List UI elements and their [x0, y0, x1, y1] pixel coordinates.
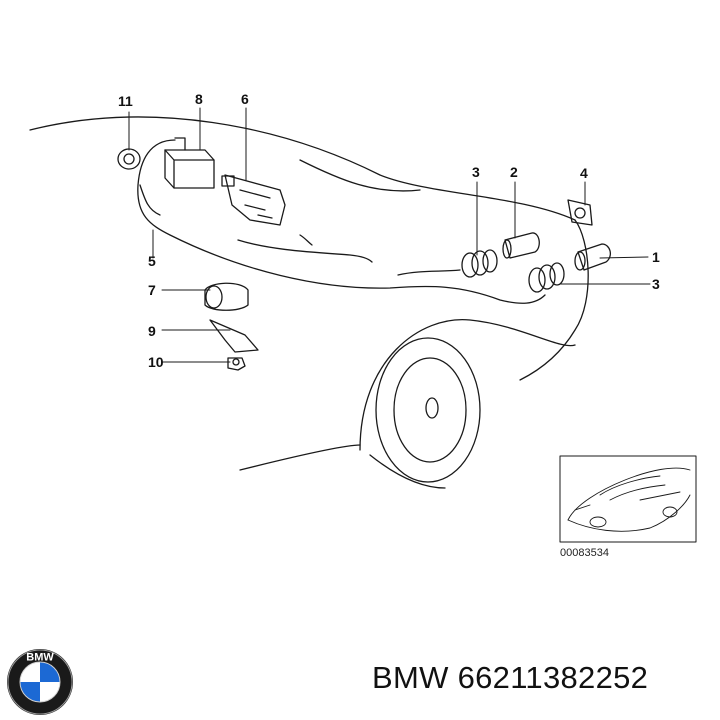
- callout-9: 9: [148, 323, 156, 339]
- callout-8: 8: [195, 91, 203, 107]
- callout-4: 4: [580, 165, 588, 181]
- part-9-clip: [209, 319, 259, 353]
- thumbnail-frame: [559, 455, 697, 543]
- wheel-arch: [359, 319, 576, 451]
- wheel-tire: [375, 337, 481, 483]
- wheel-hub: [425, 397, 439, 419]
- thumbnail-car-sketch: [567, 467, 691, 532]
- part-11-grommet: [117, 148, 141, 170]
- callout-3-upper: 3: [472, 164, 480, 180]
- callout-2: 2: [510, 164, 518, 180]
- callout-6: 6: [241, 91, 249, 107]
- part-4-holder: [567, 199, 593, 226]
- callout-1: 1: [652, 249, 660, 265]
- part-3-boot-lower: [528, 267, 546, 293]
- svg-text:BMW: BMW: [26, 652, 54, 664]
- part-10-nut: [227, 357, 246, 371]
- part-number-title: BMW 66211382252: [372, 660, 649, 695]
- callout-11: 11: [118, 93, 133, 109]
- car-rear-line: [519, 219, 589, 381]
- callout-3-lower: 3: [652, 276, 660, 292]
- part-8-control-unit: [164, 149, 215, 189]
- callout-7: 7: [148, 282, 156, 298]
- car-lower-line: [239, 444, 361, 471]
- callout-10: 10: [148, 354, 164, 370]
- part-6-bracket: [224, 174, 286, 226]
- bmw-logo: BMW: [7, 649, 73, 715]
- cable-harness: [137, 139, 546, 304]
- part-2-sensor: [504, 232, 540, 259]
- callout-5: 5: [148, 253, 156, 269]
- wheel-rim: [393, 357, 467, 463]
- part-7-housing: [204, 282, 249, 311]
- car-roof-line: [29, 116, 576, 221]
- thumbnail-ref-code: 00083534: [560, 547, 609, 559]
- part-1-sensor: [577, 243, 612, 271]
- part-3-boot-upper: [461, 252, 479, 278]
